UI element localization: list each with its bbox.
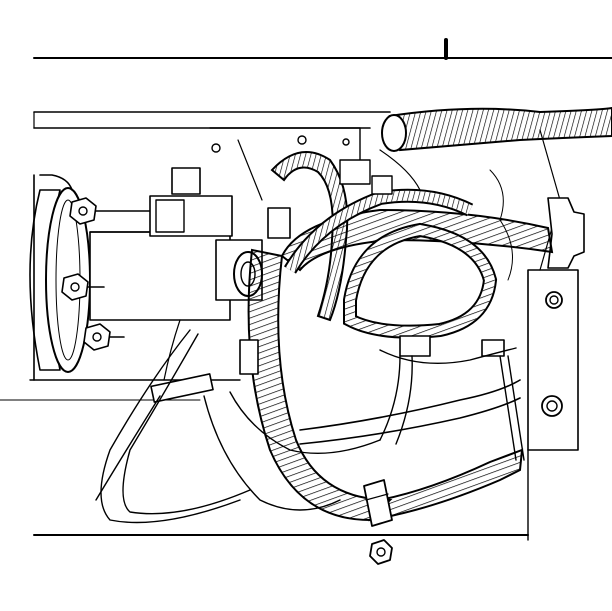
harness-loop bbox=[270, 151, 498, 339]
terminal-nut bbox=[61, 197, 151, 351]
clip bbox=[547, 197, 585, 269]
loose-nut bbox=[369, 539, 393, 565]
tie-strap bbox=[363, 479, 393, 527]
bolt bbox=[541, 291, 563, 417]
connector bbox=[150, 159, 505, 403]
cylindrical-housing bbox=[29, 174, 231, 381]
hose bbox=[381, 106, 612, 152]
wire-bundle bbox=[95, 139, 525, 524]
